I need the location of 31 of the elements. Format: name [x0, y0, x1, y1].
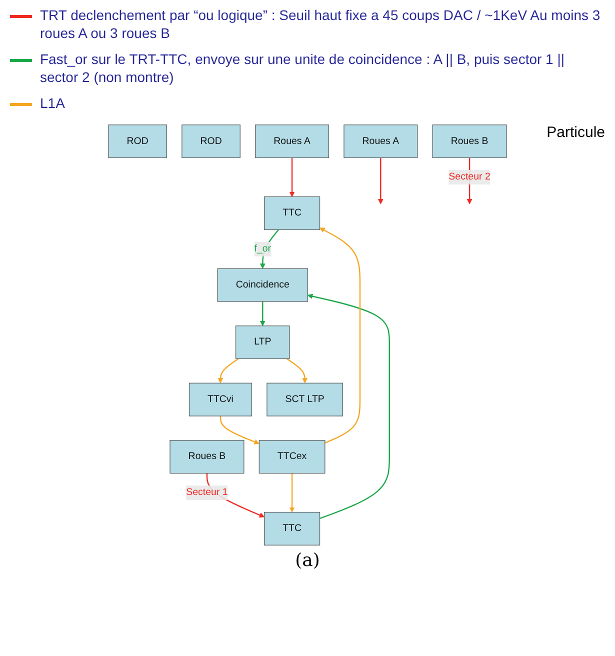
node-box	[266, 382, 343, 416]
node-box	[236, 326, 290, 360]
arrow	[260, 302, 266, 326]
legend-text: TRT declenchement par “ou logique” : Seuil haut fixe a 45 coups DAC / ~1KeV Au moins 3 roues A ou 3 roues B	[40, 6, 602, 42]
arrow	[260, 229, 280, 269]
node-box	[264, 196, 320, 230]
edge-label: Secteur 1	[186, 487, 228, 498]
node-box	[170, 440, 244, 474]
node-box	[188, 382, 252, 416]
node-box	[217, 268, 308, 302]
node-box	[182, 124, 240, 158]
node-box	[258, 440, 326, 474]
arrow	[378, 158, 384, 204]
arrow	[218, 358, 239, 384]
node-box	[255, 124, 330, 158]
node-box	[432, 124, 507, 158]
arrow	[220, 416, 260, 444]
edge-label: Secteur 2	[448, 172, 490, 182]
legend-text: Fast_or sur le TRT-TTC, envoye sur une unite de coincidence : A || B, puis sector 1 || sector 2 (non montre)	[40, 50, 566, 86]
edge-label: f_or	[254, 244, 272, 254]
caption: (a)	[294, 550, 321, 571]
arrow	[286, 358, 308, 384]
node-box	[108, 124, 167, 158]
node-box	[264, 512, 320, 546]
arrow	[289, 473, 295, 512]
arrow	[289, 158, 295, 197]
trajectory-label: Particule	[546, 124, 605, 141]
node-box	[344, 124, 418, 158]
arrow	[320, 228, 361, 444]
legend-text: L1A	[40, 94, 65, 112]
arrow	[308, 294, 390, 520]
